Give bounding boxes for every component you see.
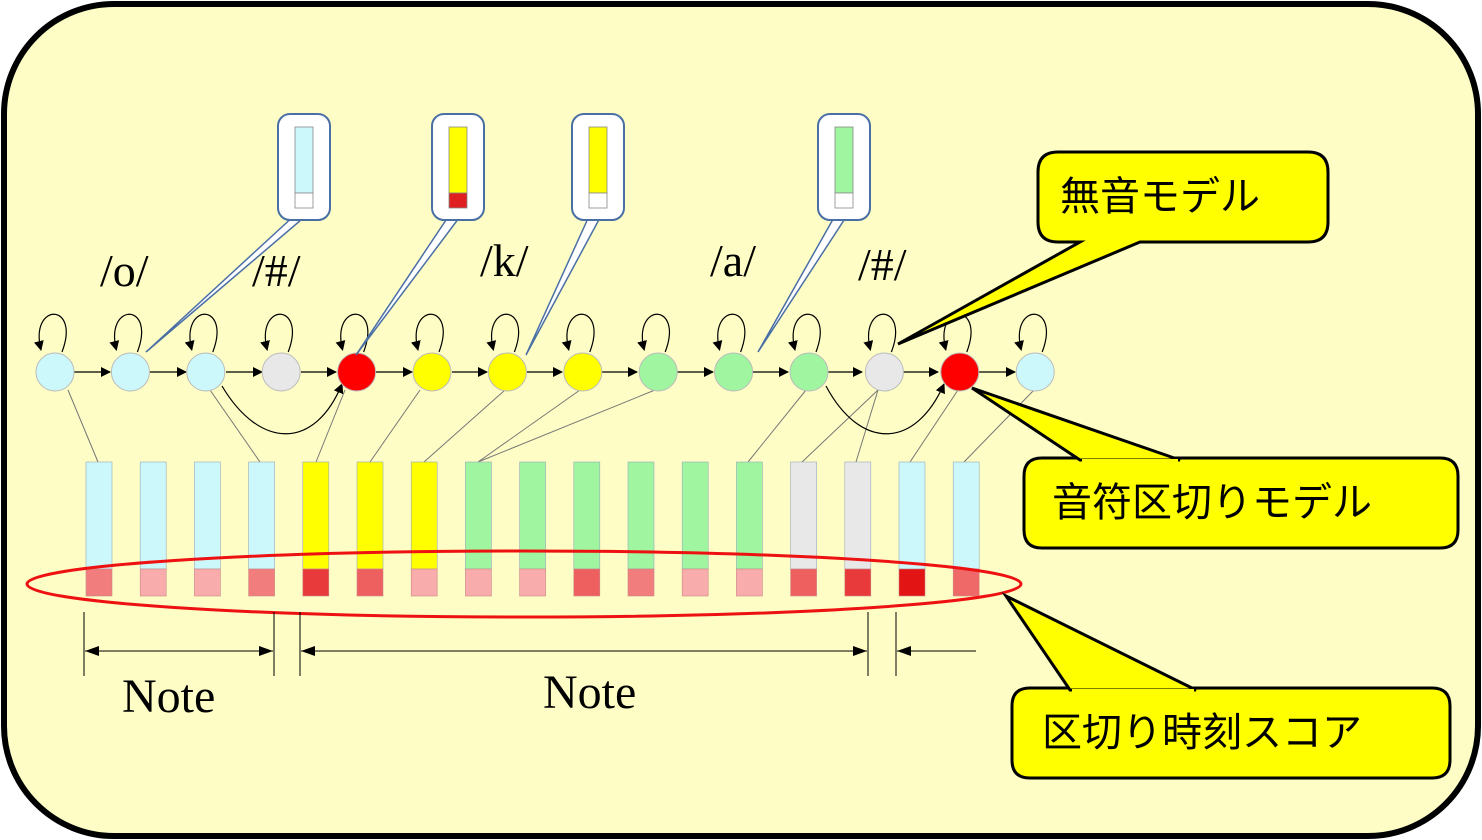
callout-boundary-time-score-text: 区切り時刻スコア	[1042, 710, 1362, 756]
self-loop-arrow	[787, 313, 821, 353]
boundary-score-cell-5	[302, 568, 330, 597]
frame-bar-5	[302, 461, 330, 570]
popup-distribution-bar	[294, 126, 314, 194]
boundary-score-cell-2	[139, 568, 167, 597]
callout-silence-model-text: 無音モデル	[1060, 174, 1260, 220]
popup-boundary-cell	[448, 192, 468, 209]
self-loop-arrow	[863, 313, 897, 353]
alignment-lines	[67, 389, 1035, 463]
boundary-score-cell-15	[844, 568, 872, 597]
callout-note-boundary-model-text: 音符区切りモデル	[1052, 480, 1372, 526]
hmm-state-8	[563, 352, 603, 392]
boundary-score-cell-14	[790, 568, 817, 597]
boundary-score-cell-4	[248, 568, 275, 597]
hmm-state-9	[638, 352, 678, 392]
hmm-state-11	[789, 352, 829, 392]
boundary-score-cell-10	[573, 568, 601, 597]
self-loop-arrow	[637, 313, 671, 353]
frame-bar-9	[519, 461, 546, 570]
boundary-score-cell-16	[898, 568, 926, 597]
phoneme-label-o: /o/	[100, 245, 149, 296]
hmm-state-1	[35, 352, 75, 392]
boundary-score-cell-1	[85, 568, 113, 597]
callout-note-boundary-model: 音符区切りモデル	[971, 386, 1460, 550]
frame-bar-2	[139, 461, 167, 570]
hmm-state-12	[864, 352, 904, 392]
frame-bar-3	[194, 461, 221, 570]
frame-bar-13	[736, 461, 763, 570]
frame-bar-1	[85, 461, 113, 570]
phoneme-label-a: /a/	[710, 235, 756, 286]
self-loop-arrow	[260, 313, 294, 353]
boundary-score-cell-7	[410, 568, 438, 597]
note-label-2: Note	[543, 666, 636, 719]
frame-bar-16	[898, 461, 926, 570]
popup-distribution-bar	[834, 126, 854, 194]
hmm-state-2	[110, 352, 150, 392]
skip-transition-2	[825, 383, 945, 435]
boundary-score-cell-13	[736, 568, 763, 597]
phoneme-label-silence-2: /#/	[858, 239, 907, 290]
boundary-score-cell-11	[627, 568, 655, 597]
phoneme-label-k: /k/	[480, 235, 529, 286]
callout-silence-model: 無音モデル	[897, 150, 1330, 346]
frame-bar-10	[573, 461, 601, 570]
self-loop-arrow	[410, 313, 444, 353]
self-loop-arrow	[109, 313, 143, 353]
hmm-state-13	[940, 352, 980, 392]
frame-bar-14	[790, 461, 817, 570]
frame-bar-8	[465, 461, 492, 570]
popup-boundary-cell	[294, 192, 314, 209]
hmm-state-4	[261, 352, 301, 392]
frame-bar-15	[844, 461, 872, 570]
note-spans	[83, 612, 976, 676]
skip-transition-1	[221, 383, 344, 435]
boundary-score-cell-8	[465, 568, 492, 597]
popup-boundary-cell	[588, 192, 608, 209]
hmm-state-3	[186, 352, 226, 392]
hmm-state-10	[714, 352, 754, 392]
boundary-score-cell-6	[356, 568, 384, 597]
hmm-state-6	[412, 352, 452, 392]
self-loop-arrow	[712, 313, 746, 353]
boundary-score-highlight	[25, 549, 1023, 619]
popup-distribution-bar	[588, 126, 608, 194]
self-loop-arrow	[486, 313, 520, 353]
popup-boundary-cell	[834, 192, 854, 209]
frame-bar-4	[248, 461, 275, 570]
frame-bar-17	[952, 461, 980, 570]
callout-boundary-time-score: 区切り時刻スコア	[1001, 592, 1452, 780]
self-loop-arrow	[561, 313, 595, 353]
boundary-score-cell-3	[194, 568, 221, 597]
boundary-score-cell-17	[952, 568, 980, 597]
self-loop-arrow	[1014, 313, 1048, 353]
boundary-score-cell-12	[681, 568, 709, 597]
boundary-score-cell-9	[519, 568, 546, 597]
hmm-state-5	[337, 352, 377, 392]
note-label-1: Note	[122, 670, 215, 723]
popup-distribution-bar	[448, 126, 468, 194]
self-loop-arrow	[184, 313, 218, 353]
self-loop-arrow	[33, 313, 67, 353]
frame-bar-12	[681, 461, 709, 570]
hmm-state-14	[1015, 352, 1055, 392]
hmm-state-7	[487, 352, 527, 392]
